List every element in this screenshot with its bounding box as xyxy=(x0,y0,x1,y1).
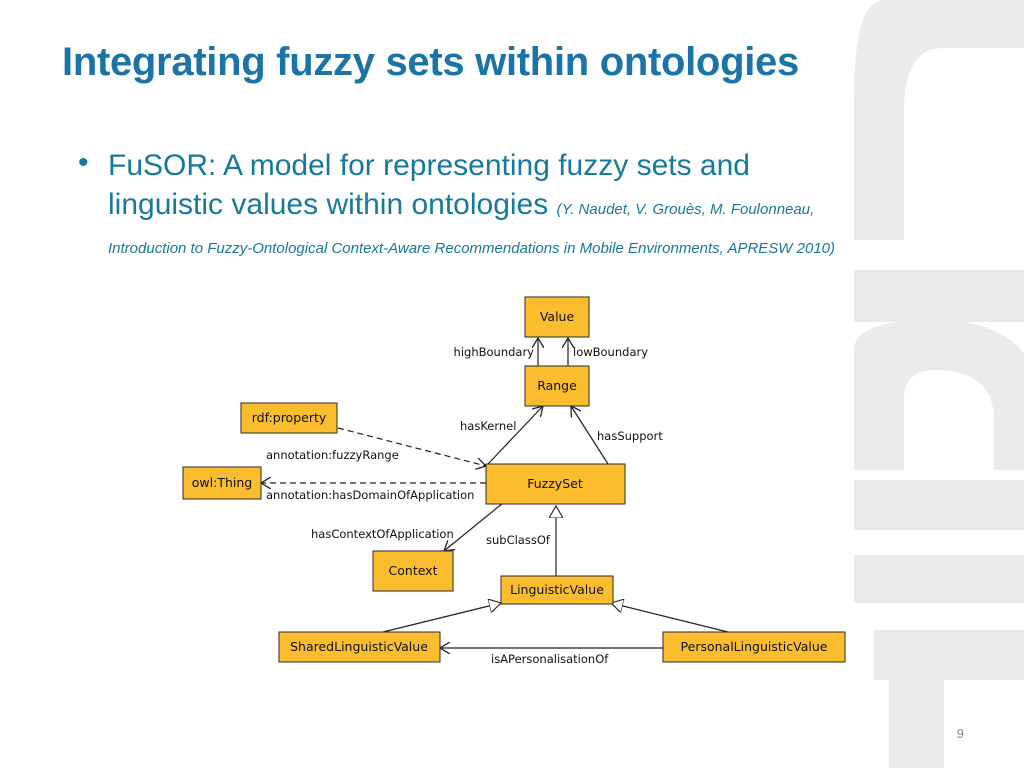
node-range: Range xyxy=(524,365,590,407)
node-value-label: Value xyxy=(540,309,575,324)
label-high-boundary: highBoundary xyxy=(454,345,535,359)
node-range-label: Range xyxy=(537,378,577,393)
node-shared-linguistic-value: SharedLinguisticValue xyxy=(278,631,441,663)
edge-context-of-application xyxy=(444,502,504,551)
bullet-line-1: FuSOR: A model for representing fuzzy se… xyxy=(108,149,750,182)
node-personal-linguistic-value: PersonalLinguisticValue xyxy=(662,631,846,663)
edge-has-support xyxy=(571,406,609,465)
edge-has-kernel xyxy=(487,406,543,465)
background-watermark xyxy=(854,0,1024,768)
citation-part-1: (Y. Naudet, V. Grouès, M. Foulonneau, xyxy=(556,201,815,218)
label-personalisation-of: isAPersonalisationOf xyxy=(491,652,609,666)
label-context-of-application: hasContextOfApplication xyxy=(311,527,454,541)
label-has-kernel: hasKernel xyxy=(460,419,516,433)
label-subclass-of: subClassOf xyxy=(486,533,551,547)
label-low-boundary: lowBoundary xyxy=(573,345,648,359)
label-has-support: hasSupport xyxy=(597,429,663,443)
node-rdf-property: rdf:property xyxy=(240,402,338,434)
bullet-line-2: linguistic values within ontologies xyxy=(108,188,557,221)
slide-title: Integrating fuzzy sets within ontologies xyxy=(62,40,799,84)
node-value: Value xyxy=(524,296,590,338)
page-number: 9 xyxy=(956,726,964,741)
node-fuzzyset: FuzzySet xyxy=(485,463,626,505)
node-linguistic-value: LinguisticValue xyxy=(500,575,614,605)
node-owl-thing-label: owl:Thing xyxy=(192,475,252,490)
node-rdf-property-label: rdf:property xyxy=(252,410,327,425)
citation-part-2: Introduction to Fuzzy-Ontological Contex… xyxy=(108,240,835,257)
bullet-marker: • xyxy=(78,146,89,179)
edge-fuzzy-range xyxy=(337,427,486,466)
node-linguistic-value-label: LinguisticValue xyxy=(510,582,604,597)
node-context-label: Context xyxy=(389,563,438,578)
label-domain-of-application: annotation:hasDomainOfApplication xyxy=(266,488,474,502)
bullet-text: FuSOR: A model for representing fuzzy se… xyxy=(108,146,958,263)
edge-shared-subclass xyxy=(382,603,501,633)
edge-personal-subclass xyxy=(611,603,729,633)
label-fuzzy-range: annotation:fuzzyRange xyxy=(266,448,399,462)
fusor-ontology-diagram: highBoundary lowBoundary hasKernel hasSu… xyxy=(182,296,846,666)
node-owl-thing: owl:Thing xyxy=(182,466,262,500)
node-context: Context xyxy=(372,550,454,592)
node-fuzzyset-label: FuzzySet xyxy=(527,476,583,491)
node-personal-linguistic-value-label: PersonalLinguisticValue xyxy=(681,639,828,654)
node-shared-linguistic-value-label: SharedLinguisticValue xyxy=(290,639,428,654)
